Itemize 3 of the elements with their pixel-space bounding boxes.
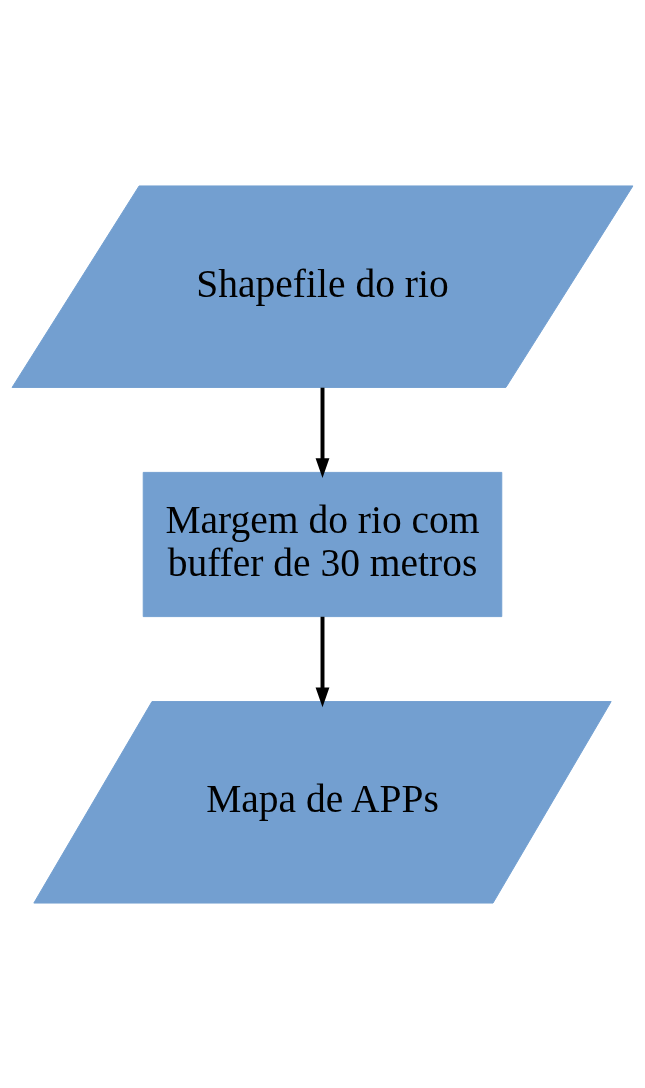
arrow — [315, 616, 330, 707]
node-box: Margem do rio com buffer de 30 metros — [142, 471, 503, 617]
arrow — [315, 387, 330, 478]
